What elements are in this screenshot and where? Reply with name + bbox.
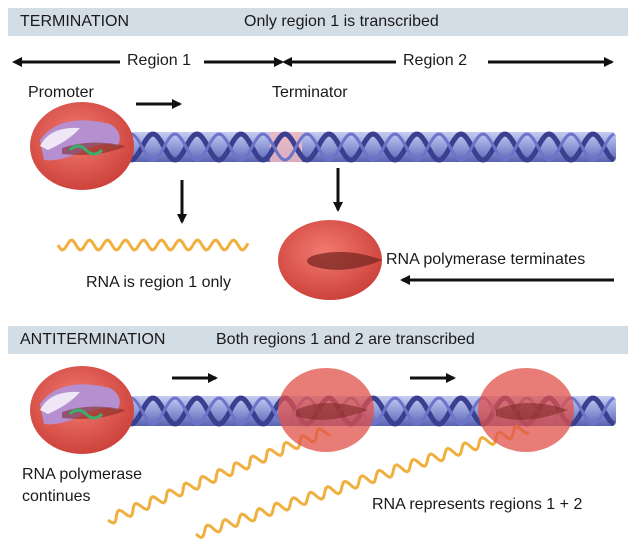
rna-region-1	[56, 238, 250, 252]
rna-both-regions-label: RNA represents regions 1 + 2	[372, 496, 583, 513]
rna-region-1-label: RNA is region 1 only	[86, 274, 231, 291]
dna-helix-top	[117, 131, 616, 163]
promoter-label: Promoter	[28, 84, 94, 101]
rna-strand-1	[107, 427, 331, 525]
rna-polymerase-right	[478, 368, 574, 452]
rna-polymerase-middle	[278, 368, 374, 452]
antitermination-title: ANTITERMINATION	[20, 331, 166, 348]
region-2-label: Region 2	[403, 52, 468, 69]
termination-subtitle: Only region 1 is transcribed	[244, 13, 439, 30]
rna-strand-2	[195, 424, 530, 540]
rna-polymerase-released	[278, 220, 382, 300]
termination-title: TERMINATION	[20, 13, 130, 30]
polymerase-continues-label-2: continues	[22, 488, 91, 505]
rna-polymerase-promoter-top	[30, 102, 134, 190]
polymerase-terminates-label: RNA polymerase terminates	[386, 251, 586, 268]
terminator-label: Terminator	[272, 84, 348, 101]
region-1-label: Region 1	[127, 52, 192, 69]
termination-header-band: TERMINATION Only region 1 is transcribed	[8, 8, 628, 36]
polymerase-continues-label-1: RNA polymerase	[22, 466, 143, 483]
antitermination-subtitle: Both regions 1 and 2 are transcribed	[216, 331, 475, 348]
antitermination-header-band: ANTITERMINATION Both regions 1 and 2 are…	[8, 326, 628, 354]
rna-polymerase-promoter-bottom	[30, 366, 134, 454]
